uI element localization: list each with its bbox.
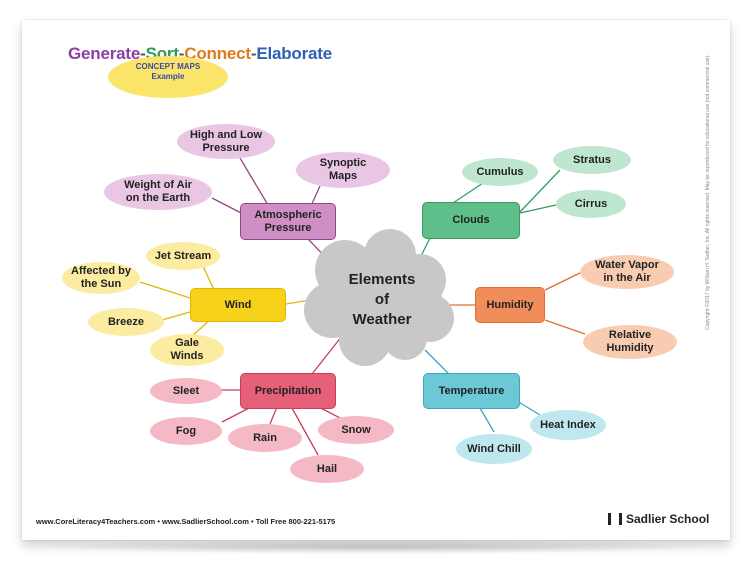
line-atmospheric-highlow [239, 157, 269, 206]
node-snow: Snow [318, 416, 394, 444]
footer-separator: • [157, 517, 160, 526]
node-rain: Rain [228, 424, 302, 452]
node-fog: Fog [150, 417, 222, 445]
node-cirrus: Cirrus [556, 190, 626, 218]
node-high-low-pressure: High and Low Pressure [177, 124, 275, 159]
node-weight-of-air: Weight of Air on the Earth [104, 174, 212, 210]
line-clouds-stratus [519, 169, 561, 213]
node-clouds: Clouds [422, 202, 520, 239]
badge-text: CONCEPT MAPS Example [108, 62, 228, 82]
node-breeze: Breeze [88, 308, 164, 336]
node-temperature: Temperature [423, 373, 520, 409]
center-label: Elements of Weather [327, 270, 437, 330]
node-heat-index: Heat Index [530, 410, 606, 440]
node-humidity: Humidity [475, 287, 545, 323]
footer-phone: Toll Free 800-221-5175 [255, 517, 336, 526]
line-precip-rain [269, 406, 278, 425]
node-wind: Wind [190, 288, 286, 322]
concept-maps-badge [108, 56, 228, 98]
node-hail: Hail [290, 455, 364, 483]
center-line-2: of [374, 291, 390, 308]
line-temp-windchill [479, 407, 495, 433]
title-word-generate: Generate [68, 44, 141, 63]
node-synoptic-maps: Synoptic Maps [296, 152, 390, 188]
brand-name: Sadlier School [626, 512, 710, 526]
line-center-temperature [424, 349, 451, 376]
sadlier-logo-icon [608, 513, 622, 525]
line-atmospheric-weight [211, 197, 246, 216]
node-relative-humidity: Relative Humidity [583, 325, 677, 359]
copyright-note: Copyright ©2017 by William H. Sadlier, I… [705, 54, 711, 330]
title-dash: - [178, 44, 185, 63]
title-dash: - [250, 44, 257, 63]
node-jet-stream: Jet Stream [146, 242, 220, 270]
node-atmospheric-pressure: Atmospheric Pressure [240, 203, 336, 240]
center-line-1: Elements [348, 271, 416, 288]
line-humidity-vapor [544, 271, 583, 291]
node-wind-chill: Wind Chill [456, 434, 532, 464]
node-stratus: Stratus [553, 146, 631, 174]
title-word-elaborate: Elaborate [256, 44, 332, 63]
sadlier-logo: Sadlier School [608, 512, 709, 526]
line-wind-jet [202, 265, 215, 291]
node-sleet: Sleet [150, 378, 222, 404]
line-wind-breeze [161, 311, 191, 321]
footer-site-sadlier[interactable]: www.SadlierSchool.com [162, 517, 249, 526]
line-center-precip [311, 335, 343, 375]
badge-line-concept-maps: CONCEPT MAPS [135, 62, 201, 71]
page-shadow [30, 540, 722, 554]
node-precipitation: Precipitation [240, 373, 336, 409]
node-affected-by-sun: Affected by the Sun [62, 262, 140, 294]
node-water-vapor: Water Vapor in the Air [580, 255, 674, 289]
line-wind-gale [191, 319, 211, 337]
title-word-connect: Connect [184, 44, 251, 63]
title-dash: - [140, 44, 146, 63]
line-clouds-cirrus [519, 204, 557, 214]
footer-site-corelit[interactable]: www.CoreLiteracy4Teachers.com [36, 517, 156, 526]
footer-separator: • [250, 517, 254, 526]
node-cumulus: Cumulus [462, 158, 538, 186]
center-line-3: Weather [352, 311, 412, 328]
title-banner: Generate-Sort-Connect-Elaborate [68, 44, 368, 64]
center-cloud-shape [304, 229, 454, 366]
line-wind-sun [139, 281, 191, 299]
line-humidity-relative [544, 319, 586, 335]
footer-links: www.CoreLiteracy4Teachers.com • www.Sadl… [36, 517, 335, 526]
badge-line-example: Example [151, 72, 185, 81]
line-precip-hail [291, 407, 319, 456]
node-gale-winds: Gale Winds [150, 334, 224, 366]
